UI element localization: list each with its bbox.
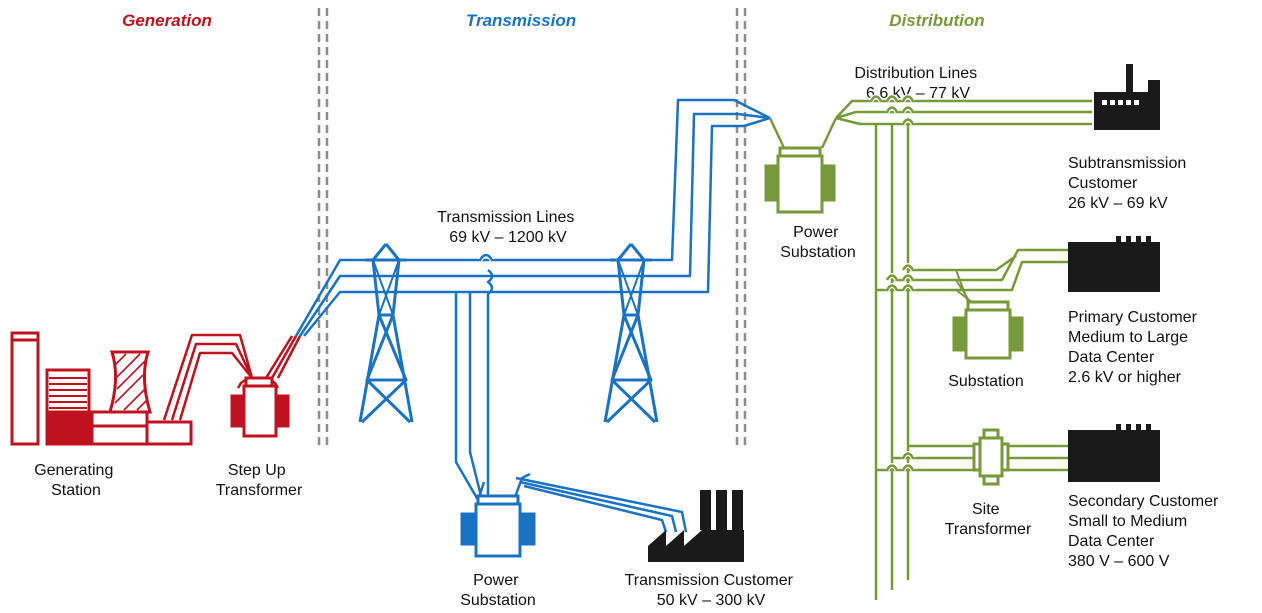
transformer-icon (460, 472, 536, 558)
line-crossing-hops (868, 94, 916, 472)
label-secondary-customer: Secondary Customer Small to Medium Data … (1068, 493, 1223, 570)
transmission-tower-icon (358, 243, 414, 424)
label-power-substation-top: Power Substation (780, 224, 856, 261)
power-plant-icon (10, 331, 193, 446)
generation-lines (162, 333, 254, 421)
transmission-lines (294, 98, 771, 501)
label-substation: Substation (948, 373, 1024, 390)
factory-icon (648, 490, 744, 562)
transformer-icon (952, 300, 1024, 360)
customer-feed-lines (515, 476, 688, 533)
data-center-icon (1068, 424, 1160, 482)
label-site-transformer: Site Transformer (945, 501, 1032, 538)
label-primary-customer: Primary Customer Medium to Large Data Ce… (1068, 309, 1201, 386)
transformer-icon (972, 428, 1010, 486)
label-transmission-lines: Transmission Lines 69 kV – 1200 kV (437, 209, 579, 246)
section-title-transmission: Transmission (466, 11, 576, 30)
label-power-substation-bottom: Power Substation (460, 572, 536, 609)
label-step-up-transformer: Step Up Transformer (216, 462, 303, 499)
label-transmission-customer: Transmission Customer 50 kV – 300 kV (625, 572, 798, 609)
step-up-output-lines (264, 335, 302, 379)
section-separator-right (735, 8, 747, 450)
label-subtransmission-customer: Subtransmission Customer 26 kV – 69 kV (1068, 155, 1191, 212)
transformer-icon (230, 376, 290, 438)
data-center-icon (1068, 236, 1160, 292)
distribution-lines (835, 99, 1092, 600)
section-title-distribution: Distribution (889, 11, 984, 30)
factory-icon (1094, 64, 1160, 130)
transmission-tower-icon (603, 243, 659, 424)
section-separator-left (317, 8, 329, 450)
transformer-icon (764, 117, 838, 214)
label-generating-station: Generating Station (34, 462, 118, 499)
section-title-generation: Generation (122, 11, 212, 30)
